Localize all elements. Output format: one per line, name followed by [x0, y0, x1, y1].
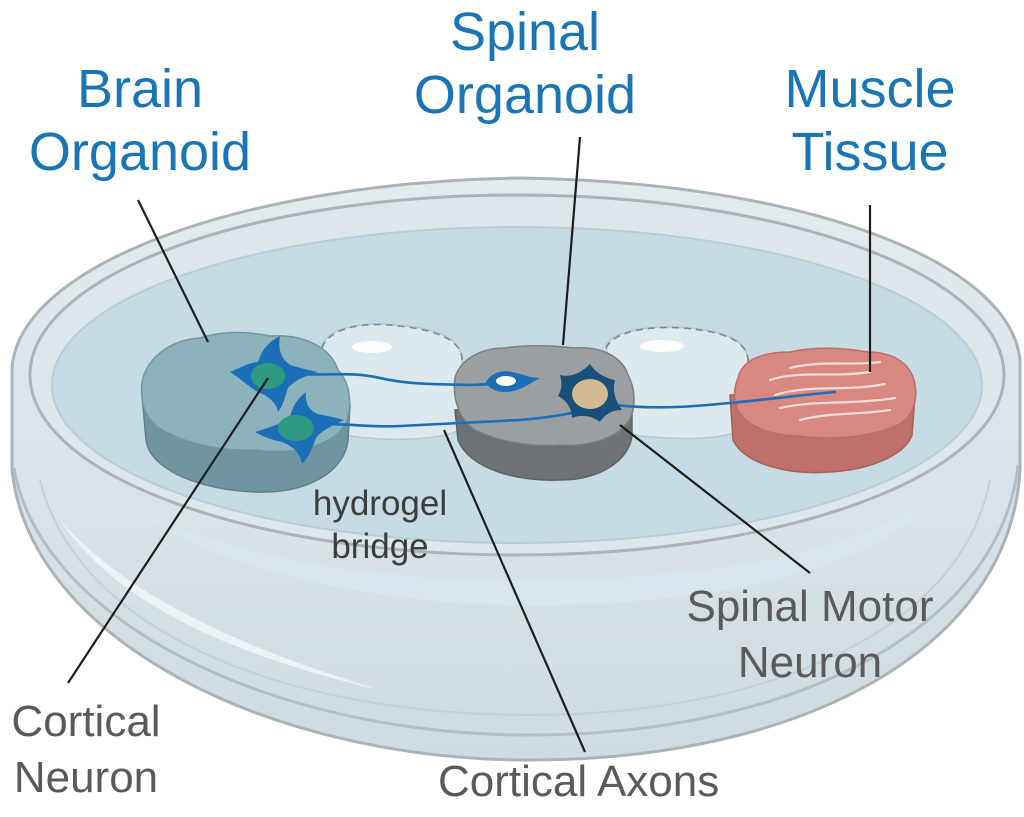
leader-spinal-motor-neuron	[619, 424, 811, 574]
cortical-neurons	[230, 336, 344, 464]
motor-axon	[613, 390, 837, 409]
label-hydrogel-bridge: hydrogel bridge	[290, 486, 470, 564]
label-brain-line2: Organoid	[28, 122, 252, 182]
label-muscle-line2: Tissue	[791, 122, 949, 182]
label-muscle-tissue: Muscle Tissue	[770, 62, 970, 179]
leader-spinal-organoid	[561, 136, 582, 346]
label-muscle-line1: Muscle	[784, 59, 956, 119]
leader-cortical-axons	[442, 429, 587, 753]
muscle-fibers	[768, 360, 897, 422]
dish-lower-band-2	[39, 479, 991, 717]
leader-brain-organoid	[137, 199, 209, 343]
leader-lines	[67, 136, 872, 753]
hydrogel-shine-left	[352, 341, 392, 353]
muscle-fiber	[798, 408, 892, 422]
label-cortical-axons: Cortical Axons	[438, 757, 720, 806]
muscle-fiber	[768, 370, 872, 382]
muscle-fiber	[773, 382, 887, 397]
label-hydrogel-line1: hydrogel	[312, 484, 448, 523]
spinal-neurons	[486, 364, 622, 422]
medium-highlight	[120, 470, 960, 606]
spinal-motor-neuron-body	[572, 379, 608, 409]
label-hydrogel-line2: bridge	[331, 527, 429, 566]
label-spinal-organoid: Spinal Organoid	[400, 5, 650, 122]
hydrogel-bridge-left-top	[321, 323, 463, 363]
hydrogel-shine-right	[640, 340, 684, 352]
leader-cortical-neuron	[67, 377, 269, 684]
label-spinal-line1: Spinal	[449, 2, 601, 62]
cortical-axon-lower	[306, 408, 587, 428]
label-spinal-line2: Organoid	[413, 65, 637, 125]
label-cortical-line2: Neuron	[13, 753, 159, 802]
label-motor-line2: Neuron	[737, 638, 883, 687]
axon-terminal-highlight	[496, 376, 516, 386]
label-brain-line1: Brain	[76, 59, 204, 119]
muscle-fiber	[778, 396, 897, 410]
cortical-neuron-body-lower	[278, 415, 314, 441]
label-cortical-neuron: Cortical Neuron	[0, 700, 172, 800]
muscle-tissue	[729, 347, 917, 474]
cortical-neuron-body-upper	[251, 363, 285, 389]
label-brain-organoid: Brain Organoid	[14, 62, 266, 179]
hydrogel-bridge-right-top	[605, 326, 749, 365]
label-spinal-motor-neuron: Spinal Motor Neuron	[665, 585, 955, 685]
dish-lower-band	[12, 464, 1020, 737]
label-motor-line1: Spinal Motor	[686, 582, 934, 631]
label-cortical-line1: Cortical	[11, 697, 161, 746]
